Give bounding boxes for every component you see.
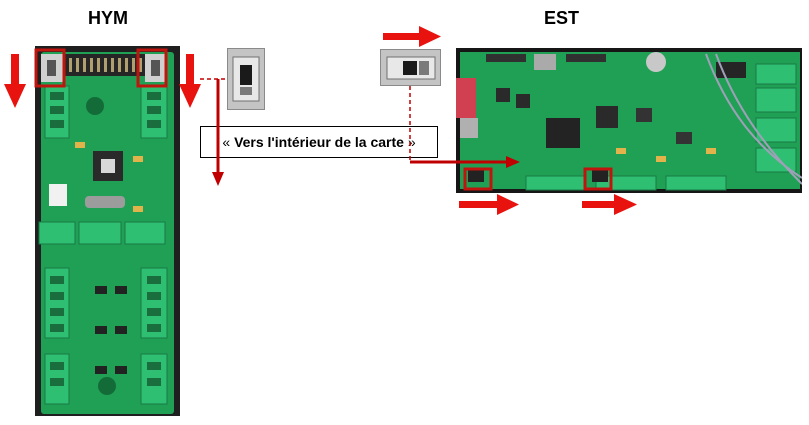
red-arrow-icon-right-top (383, 26, 441, 47)
red-arrow-icon-down-left (4, 54, 26, 108)
dip-switch-icon-est (381, 50, 440, 85)
callout-open-quote: « (222, 134, 231, 150)
hym-board-illustration (35, 46, 180, 416)
dip-switch-icon (228, 49, 264, 109)
callout-text: Vers l'intérieur de la carte (234, 134, 404, 150)
hym-board-photo (35, 46, 180, 416)
callout-close-quote: » (407, 134, 416, 150)
hym-switch-zoom (227, 48, 265, 110)
est-board-illustration (456, 48, 802, 193)
hym-switch-highlight-left (34, 48, 66, 88)
hym-title: HYM (88, 8, 128, 28)
est-switch-highlight-left (463, 167, 493, 191)
red-arrow-icon-right-bottom-right (582, 194, 637, 215)
est-board-photo (456, 48, 802, 193)
est-title: EST (544, 8, 580, 28)
red-arrow-icon-right-bottom-left (459, 194, 519, 215)
est-switch-zoom (380, 49, 441, 86)
direction-callout: « Vers l'intérieur de la carte » (200, 126, 438, 158)
hym-switch-highlight-right (136, 48, 168, 88)
red-arrow-icon-hym-inset (212, 79, 224, 186)
est-switch-highlight-right (583, 167, 613, 191)
red-arrow-icon-down-right (179, 54, 201, 108)
red-arrow-icon-est-inset (410, 156, 520, 168)
